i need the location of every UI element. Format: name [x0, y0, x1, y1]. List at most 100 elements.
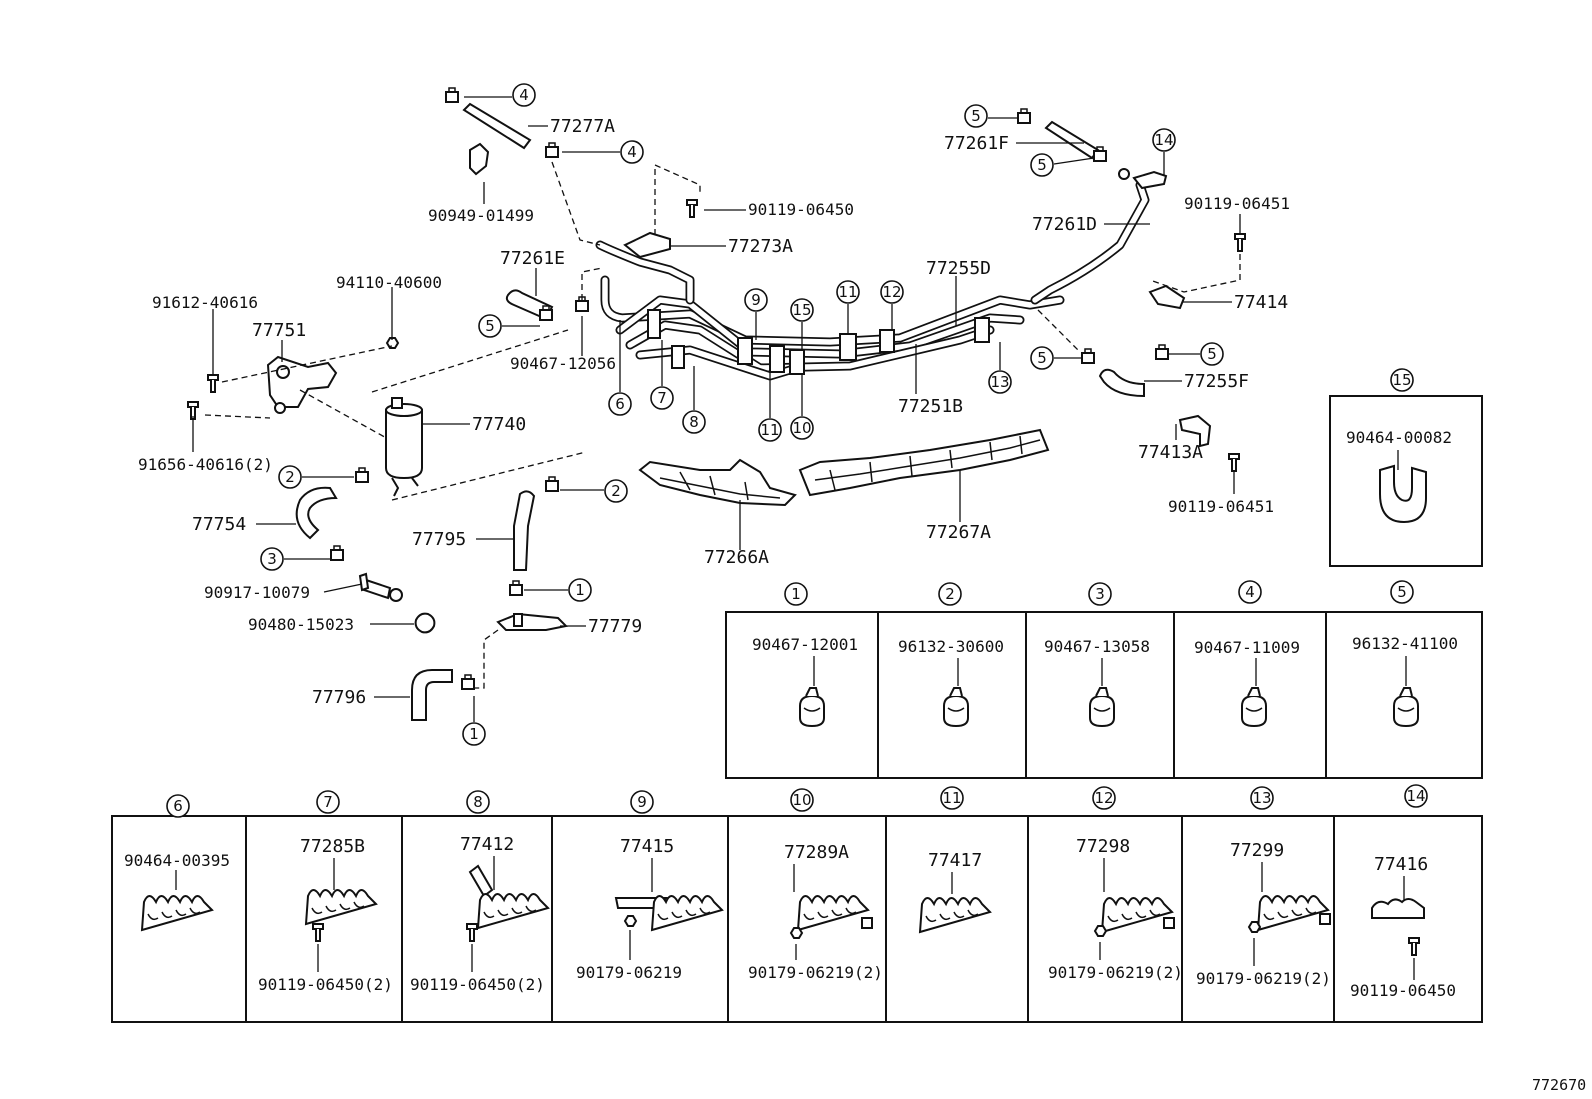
label-94110-40600: 94110-40600: [336, 273, 442, 292]
detail-row-1: 1 2 3 4 5 90467-12001 96132-30600 90467-…: [725, 580, 1483, 779]
label-90179-06219-b10: 90179-06219(2): [748, 963, 883, 982]
label-96132-30600: 96132-30600: [898, 637, 1004, 656]
label-77415: 77415: [620, 836, 674, 857]
label-90467-12001: 90467-12001: [752, 635, 858, 654]
label-90467-12056: 90467-12056: [510, 354, 616, 373]
svg-text:5: 5: [1037, 349, 1047, 367]
svg-text:6: 6: [615, 395, 625, 413]
label-77261F: 77261F: [944, 133, 1009, 154]
protector-77266A: [638, 458, 797, 507]
label-90467-13058: 90467-13058: [1044, 637, 1150, 656]
svg-text:1: 1: [575, 581, 585, 599]
label-90119-06450-b8: 90119-06450(2): [410, 975, 545, 994]
label-91612-40616: 91612-40616: [152, 293, 258, 312]
label-77285B: 77285B: [300, 836, 365, 857]
label-77740: 77740: [472, 414, 526, 435]
label-77412: 77412: [460, 834, 514, 855]
label-90917-10079: 90917-10079: [204, 583, 310, 602]
detail-box-15: 15 90464-00082: [1329, 368, 1483, 567]
label-77779: 77779: [588, 616, 642, 637]
svg-text:3: 3: [267, 550, 277, 568]
svg-text:6: 6: [173, 797, 183, 815]
svg-text:4: 4: [627, 143, 637, 161]
label-90179-06219-b9: 90179-06219: [576, 963, 682, 982]
svg-text:9: 9: [637, 793, 647, 811]
label-90119-06451-b: 90119-06451: [1168, 497, 1274, 516]
label-77289A: 77289A: [784, 842, 849, 863]
label-90464-00395: 90464-00395: [124, 851, 230, 870]
svg-text:2: 2: [611, 482, 621, 500]
label-90464-00082: 90464-00082: [1346, 428, 1452, 447]
bracket-77414: [1148, 233, 1246, 310]
bracket-77413A: [1178, 414, 1240, 472]
bracket-77273A: [623, 163, 701, 259]
hose-77754: [295, 467, 369, 561]
part-labels: 77277A 90949-01499 90119-06450 77273A 77…: [138, 116, 1290, 708]
label-77298: 77298: [1076, 836, 1130, 857]
detail-row-2: 6 7 8 9 10 11 12 13 14 90464-00395 77285…: [111, 784, 1483, 1023]
hose-77255F: [1037, 309, 1169, 398]
label-77795: 77795: [412, 529, 466, 550]
label-77251B: 77251B: [898, 396, 963, 417]
bracket-77779: [474, 612, 569, 689]
svg-text:14: 14: [1406, 787, 1425, 805]
label-77277A: 77277A: [550, 116, 615, 137]
label-77416: 77416: [1374, 854, 1428, 875]
svg-text:4: 4: [519, 86, 529, 104]
canister-77740: [385, 397, 587, 501]
svg-text:7: 7: [657, 389, 667, 407]
svg-text:5: 5: [1397, 583, 1407, 601]
bracket-77751: [187, 287, 569, 441]
label-77414: 77414: [1234, 292, 1288, 313]
svg-text:11: 11: [838, 283, 857, 301]
svg-text:5: 5: [1207, 345, 1217, 363]
hose-77277A: [445, 87, 601, 246]
nut-90480-15023: [414, 612, 436, 634]
svg-text:13: 13: [1252, 789, 1271, 807]
hose-77261E: [505, 267, 603, 321]
callouts-main: 4 4 5 2 2 3 1 1 6 7 8 9 11 15 10 11 12 1…: [260, 83, 1224, 746]
label-90179-06219-b12: 90179-06219(2): [1048, 963, 1183, 982]
svg-text:8: 8: [473, 793, 483, 811]
label-77255F: 77255F: [1184, 371, 1249, 392]
main-pipe-harness: [595, 180, 1150, 381]
label-90467-11009: 90467-11009: [1194, 638, 1300, 657]
svg-text:1: 1: [469, 725, 479, 743]
hose-77795: [509, 476, 559, 596]
hose-77261F: [1017, 108, 1107, 162]
label-90480-15023: 90480-15023: [248, 615, 354, 634]
svg-text:2: 2: [945, 585, 955, 603]
protector-77267A: [798, 428, 1050, 497]
svg-text:12: 12: [882, 283, 901, 301]
svg-text:10: 10: [792, 791, 811, 809]
label-91656-40616: 91656-40616(2): [138, 455, 273, 474]
label-77267A: 77267A: [926, 522, 991, 543]
label-77754: 77754: [192, 514, 246, 535]
svg-text:15: 15: [1392, 371, 1411, 389]
svg-text:11: 11: [942, 789, 961, 807]
svg-text:12: 12: [1094, 789, 1113, 807]
svg-text:14: 14: [1154, 131, 1173, 149]
svg-text:3: 3: [1095, 585, 1105, 603]
svg-text:9: 9: [751, 291, 761, 309]
label-90179-06219-b13: 90179-06219(2): [1196, 969, 1331, 988]
svg-text:4: 4: [1245, 583, 1255, 601]
label-77417: 77417: [928, 850, 982, 871]
label-77413A: 77413A: [1138, 442, 1203, 463]
hose-77796: [411, 669, 475, 721]
label-90949-01499: 90949-01499: [428, 206, 534, 225]
label-77261E: 77261E: [500, 248, 565, 269]
label-77299: 77299: [1230, 840, 1284, 861]
valve-90917-10079: [358, 572, 403, 602]
label-90119-06450-top: 90119-06450: [748, 200, 854, 219]
svg-text:5: 5: [1037, 156, 1047, 174]
label-77266A: 77266A: [704, 547, 769, 568]
svg-text:8: 8: [689, 413, 699, 431]
svg-text:7: 7: [323, 793, 333, 811]
clip-14-bracket: [1118, 168, 1168, 190]
svg-text:10: 10: [792, 419, 811, 437]
label-77751: 77751: [252, 320, 306, 341]
svg-text:5: 5: [971, 107, 981, 125]
